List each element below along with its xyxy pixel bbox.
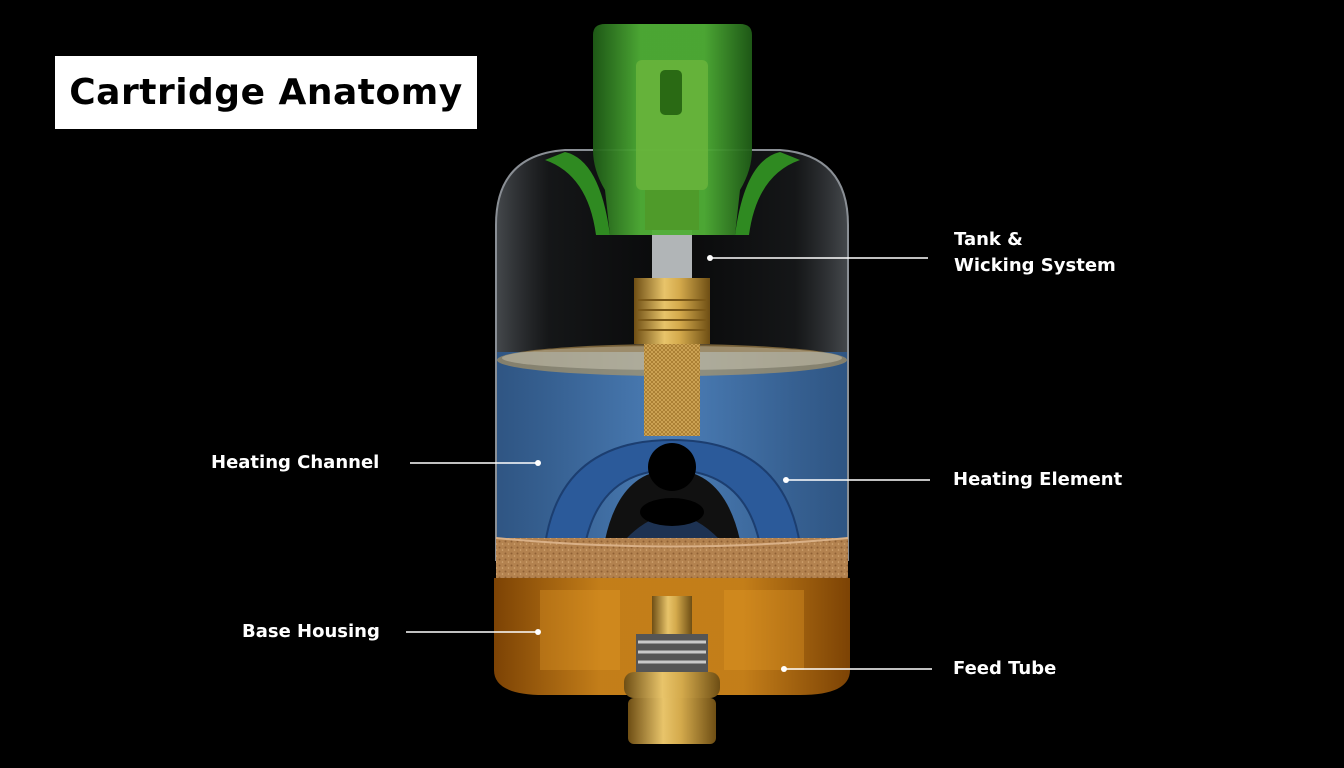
leader-tank — [707, 255, 928, 261]
mouthpiece — [545, 24, 800, 235]
label-base-housing: Base Housing — [242, 621, 380, 642]
leader-base-housing — [406, 629, 541, 635]
wick-band — [495, 537, 849, 578]
leader-feed-tube — [781, 666, 932, 672]
label-heating-channel: Heating Channel — [211, 452, 380, 473]
leader-heating-element — [783, 477, 930, 483]
label-tank-line2: Wicking System — [954, 255, 1116, 276]
feed-tube-shape — [624, 596, 720, 744]
title-box: Cartridge Anatomy — [55, 56, 477, 129]
heating-element — [543, 438, 802, 546]
center-post — [634, 230, 710, 436]
leader-heating-channel — [410, 460, 541, 466]
label-tank-line1: Tank & — [954, 229, 1023, 250]
page-title: Cartridge Anatomy — [69, 72, 463, 113]
label-heating-element: Heating Element — [953, 469, 1123, 490]
label-tank-wicking: Tank & Wicking System — [954, 227, 1116, 279]
label-feed-tube: Feed Tube — [953, 658, 1057, 679]
